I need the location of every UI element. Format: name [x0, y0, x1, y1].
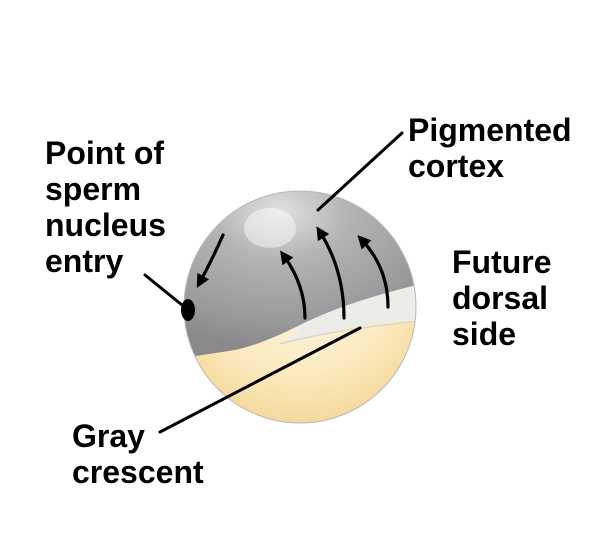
pigmented-cortex-label-line: Pigmented [408, 112, 572, 148]
future-dorsal-label: Future dorsal side [452, 244, 552, 352]
sphere-highlight [244, 208, 296, 248]
future-dorsal-label-line: Future [452, 244, 552, 280]
sperm-entry-leader [145, 275, 182, 305]
gray-crescent-label-line: crescent [72, 454, 204, 490]
sperm-entry-label-line: Point of [45, 135, 166, 171]
egg-sphere [170, 180, 430, 430]
sperm-entry-label: Point of sperm nucleus entry [45, 135, 166, 279]
sperm-entry-dot-icon [181, 299, 195, 321]
pigmented-cortex-label-line: cortex [408, 148, 572, 184]
future-dorsal-label-line: dorsal [452, 280, 552, 316]
gray-crescent-label: Gray crescent [72, 418, 204, 490]
future-dorsal-label-line: side [452, 316, 552, 352]
pigmented-cortex-leader [318, 133, 402, 210]
gray-crescent-label-line: Gray [72, 418, 204, 454]
sperm-entry-label-line: nucleus [45, 207, 166, 243]
sperm-entry-label-line: entry [45, 243, 166, 279]
sperm-entry-label-line: sperm [45, 171, 166, 207]
pigmented-cortex-label: Pigmented cortex [408, 112, 572, 184]
